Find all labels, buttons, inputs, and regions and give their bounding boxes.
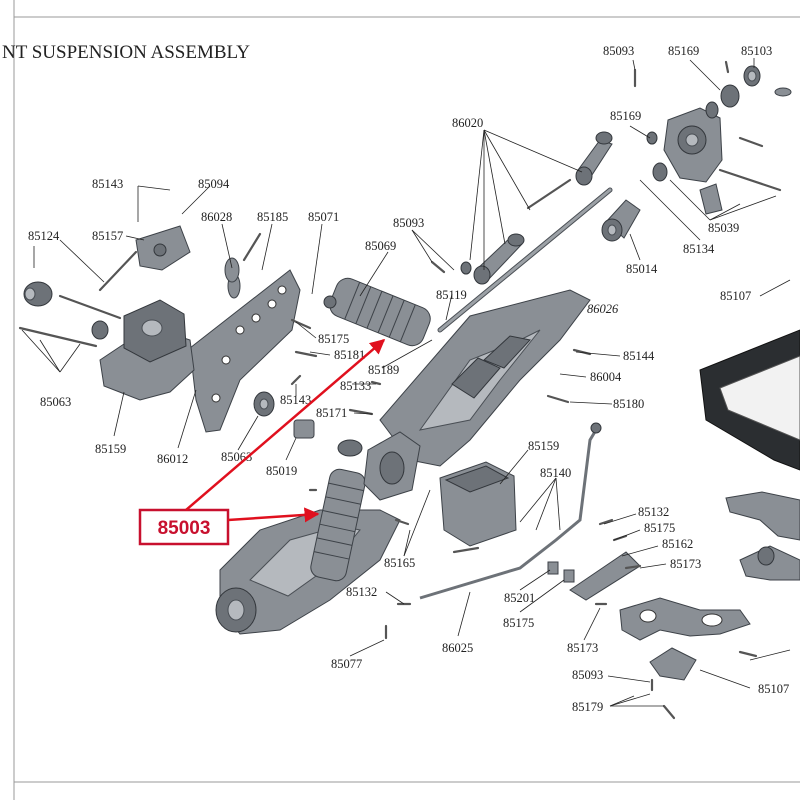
label-85179: 85179 [572,700,603,714]
right-front-arm [725,491,800,581]
label-85107-top: 85107 [720,289,751,303]
label-85169-top: 85169 [668,44,699,58]
label-85019: 85019 [266,464,297,478]
parts [18,60,800,720]
label-85124: 85124 [28,229,60,243]
label-85201: 85201 [504,591,535,605]
label-85185: 85185 [257,210,288,224]
label-85107-bottom: 85107 [758,682,789,696]
label-86012: 86012 [157,452,188,466]
label-85173-bottom: 85173 [567,641,598,655]
label-85189: 85189 [368,363,399,377]
bumper-plate [649,647,697,681]
label-85071: 85071 [308,210,339,224]
sway-mount [569,551,641,601]
label-85165: 85165 [384,556,415,570]
label-85175-left: 85175 [318,332,349,346]
front-bumper [619,597,751,641]
label-85093-bottom: 85093 [572,668,603,682]
label-85143-mid: 85143 [280,393,311,407]
label-85069: 85069 [365,239,396,253]
label-85143-top: 85143 [92,177,123,191]
front-bulkhead [99,299,195,401]
label-85132-left: 85132 [346,585,377,599]
label-85181: 85181 [334,348,365,362]
lower-front-arm [215,509,401,635]
front-gearbox [363,431,421,501]
shock-85003 [310,439,366,582]
bulkhead-top [135,225,191,271]
upper-shock [323,277,431,347]
label-86004: 86004 [590,370,622,384]
label-85103: 85103 [741,44,772,58]
label-85119: 85119 [436,288,467,302]
label-85162: 85162 [662,537,693,551]
drive-shaft [437,187,641,333]
part-labels: 85093 85169 85103 85169 86020 85143 8509… [28,44,789,714]
shock-tower [189,269,301,433]
label-85180: 85180 [613,397,644,411]
label-85094: 85094 [198,177,230,191]
label-85132-right: 85132 [638,505,669,519]
label-85063-left: 85063 [40,395,71,409]
label-86028: 86028 [201,210,232,224]
callout-arrow-lower [227,507,320,523]
label-85171: 85171 [316,406,347,420]
rear-hub-carrier [663,107,723,215]
label-85093-top: 85093 [603,44,634,58]
label-85175-bottom: 85175 [503,616,534,630]
label-85173-right: 85173 [670,557,701,571]
label-85134: 85134 [683,242,715,256]
lower-arm-86004 [379,289,591,467]
label-85157: 85157 [92,229,123,243]
label-85159-right: 85159 [528,439,559,453]
label-85093-mid: 85093 [393,216,424,230]
label-85133: 85133 [340,379,371,393]
callout-label: 85003 [158,518,211,539]
leader-lines [21,58,791,707]
label-85014: 85014 [626,262,658,276]
label-86020: 86020 [452,116,483,130]
sway-bar [419,429,598,600]
label-85077: 85077 [331,657,362,671]
label-85144: 85144 [623,349,655,363]
diff-case [439,461,517,547]
page-title: NT SUSPENSION ASSEMBLY [2,42,250,63]
label-85140: 85140 [540,466,571,480]
callout-85003: 85003 [138,339,386,546]
label-85175-right: 85175 [644,521,675,535]
wing [699,329,800,471]
label-85039: 85039 [708,221,739,235]
label-86025: 86025 [442,641,473,655]
label-85159-left: 85159 [95,442,126,456]
label-85169-mid: 85169 [610,109,641,123]
label-86026: 86026 [587,302,619,316]
callout-arrow-upper [185,339,386,511]
bearing-set-top [705,65,792,119]
callout-box [138,508,230,546]
